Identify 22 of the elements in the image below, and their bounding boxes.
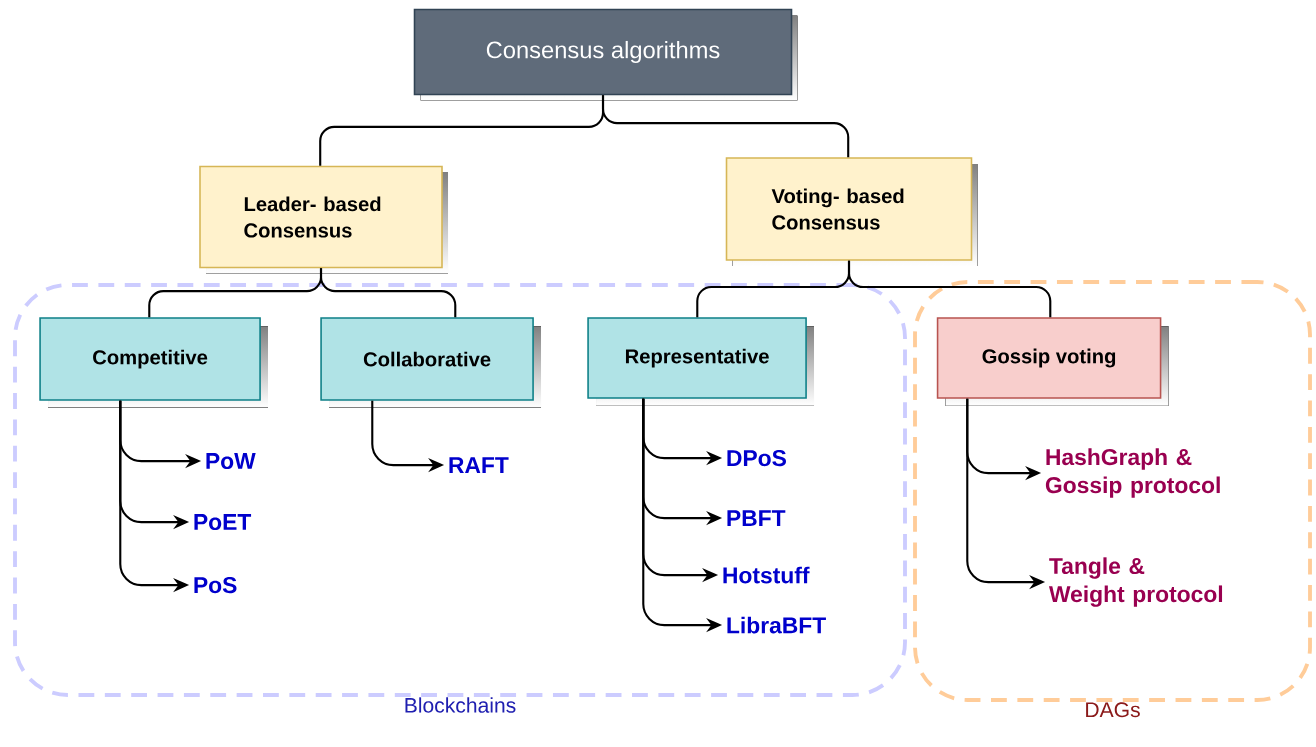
subcategory-box: Collaborative xyxy=(320,317,541,408)
algorithm-label: PBFT xyxy=(727,510,786,526)
algorithm-label: PoW xyxy=(206,453,256,470)
subcategory-box: Gossip voting xyxy=(936,317,1169,406)
algorithm-label: PoET xyxy=(194,514,252,531)
algorithm-label: DPoS xyxy=(727,450,786,467)
algorithm-label: Hotstuff xyxy=(723,566,810,584)
node-label: DAGs xyxy=(1086,702,1140,718)
subcategory-box: Representative xyxy=(587,317,814,406)
algorithm-label: PoS xyxy=(194,577,237,594)
title-box: Consensus algorithms xyxy=(413,8,798,101)
connector xyxy=(601,95,850,158)
subcategory-box: Competitive xyxy=(39,317,268,408)
algorithm-label: Tangle & Weight protocol xyxy=(1048,557,1223,607)
algorithm-label: HashGraph & Gossip protocol xyxy=(1045,448,1220,498)
algorithm-label: LibraBFT xyxy=(727,616,826,634)
connector xyxy=(319,268,457,318)
node-label: Blockchains xyxy=(405,697,516,713)
connector xyxy=(847,260,1052,318)
category-box: Leader- based Consensus xyxy=(199,165,448,274)
algorithm-label: RAFT xyxy=(449,457,509,473)
category-box: Voting- based Consensus xyxy=(725,157,978,266)
